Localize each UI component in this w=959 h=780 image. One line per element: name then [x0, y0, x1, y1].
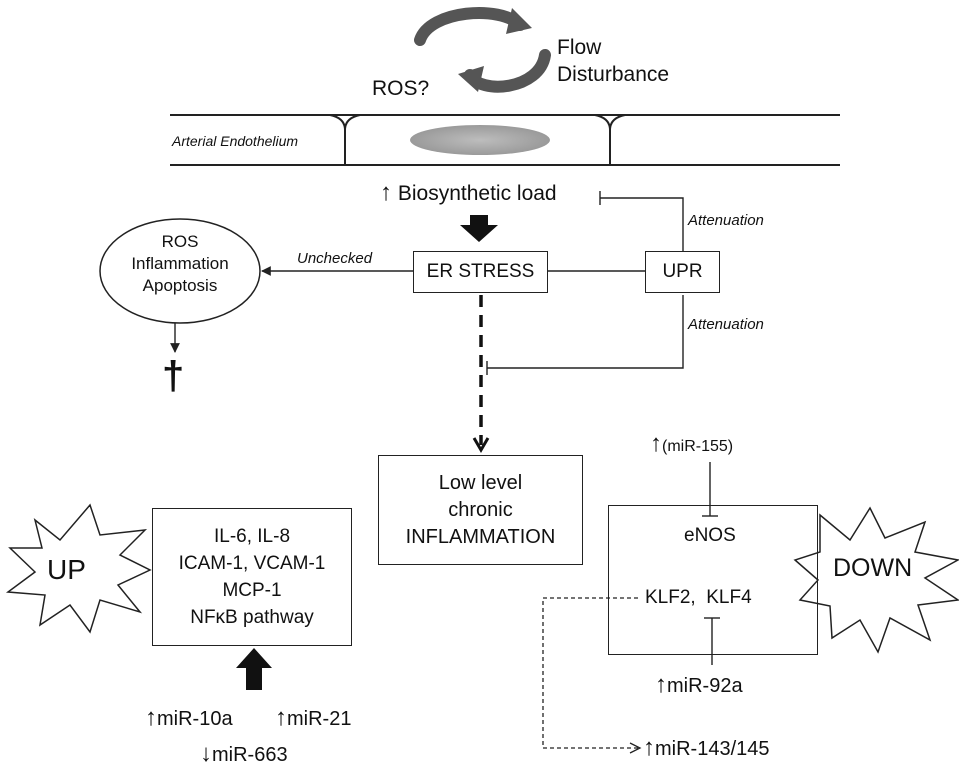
inflammation-line: INFLAMMATION — [405, 525, 556, 548]
mirna-name: miR-10a — [157, 708, 233, 730]
flow-label-line1: Flow — [557, 36, 602, 59]
unchecked-label: Unchecked — [297, 250, 373, 267]
up-gene-line: NFκB pathway — [190, 607, 314, 628]
up-arrow-icon: ↑ — [655, 671, 667, 698]
up-starburst — [5, 503, 152, 634]
up-gene-line: IL-6, IL-8 — [213, 526, 291, 547]
mirna-name: miR-143/145 — [655, 738, 770, 760]
down-genes-box — [608, 505, 818, 655]
attenuation-top-label: Attenuation — [688, 212, 764, 229]
klf-label: KLF2, KLF4 — [645, 587, 752, 608]
up-gene-line: MCP-1 — [222, 580, 282, 601]
mirna-92a: ↑miR-92a — [655, 673, 743, 697]
flow-disturbance-icon — [414, 7, 551, 93]
outcome-line: Inflammation — [131, 254, 229, 273]
mirna-name: miR-663 — [212, 744, 288, 766]
mirna-name: miR-21 — [287, 708, 352, 730]
outcome-line: ROS — [161, 232, 199, 251]
mirna-663: ↓miR-663 — [200, 742, 288, 766]
inflammation-box: Low level chronic INFLAMMATION — [378, 455, 583, 565]
mirna-name: (miR-155) — [662, 438, 734, 455]
up-arrow-icon: ↑ — [275, 704, 287, 731]
endothelium-drawing — [170, 114, 840, 166]
mirna-155: ↑(miR-155) — [650, 432, 733, 456]
upr-box: UPR — [645, 251, 720, 293]
inflammation-line: chronic — [448, 498, 513, 521]
klf-mir143-dotted — [542, 597, 640, 749]
outcome-line: Apoptosis — [142, 276, 218, 295]
up-genes-box: IL-6, IL-8 ICAM-1, VCAM-1 MCP-1 NFκB pat… — [152, 508, 352, 646]
down-burst-label: DOWN — [833, 554, 913, 582]
up-arrow-icon: ↑ — [380, 179, 392, 206]
biosynthetic-load-label: ↑ Biosynthetic load — [380, 181, 557, 205]
down-starburst — [793, 506, 959, 654]
enos-label: eNOS — [684, 525, 736, 546]
up-gene-line: ICAM-1, VCAM-1 — [178, 553, 326, 574]
up-burst-label: UP — [47, 554, 86, 585]
mirna-21: ↑miR-21 — [275, 706, 351, 730]
mirna-name: miR-92a — [667, 675, 743, 697]
attenuation-top-line — [600, 197, 684, 252]
er-stress-label: ER STRESS — [426, 261, 535, 282]
attenuation-bottom-label: Attenuation — [688, 316, 764, 333]
ros-question-label: ROS? — [372, 77, 430, 100]
up-arrow-icon: ↑ — [650, 430, 662, 457]
er-stress-box: ER STRESS — [413, 251, 548, 293]
endothelium-label: Arterial Endothelium — [172, 133, 299, 149]
up-arrow-icon: ↑ — [643, 734, 655, 761]
mirna-10a: ↑miR-10a — [145, 706, 233, 730]
cross-icon: † — [162, 354, 185, 398]
biosynthetic-text: Biosynthetic load — [397, 182, 557, 205]
upr-label: UPR — [662, 261, 703, 282]
big-up-arrow — [236, 648, 272, 690]
outcome-text: ROS Inflammation Apoptosis — [120, 231, 240, 297]
outcome-oval — [99, 218, 261, 324]
inflammation-line: Low level — [438, 471, 523, 494]
nucleus-shape — [410, 125, 550, 155]
big-down-arrow — [460, 215, 498, 242]
mirna-143-145: ↑miR-143/145 — [643, 736, 770, 760]
flow-label-line2: Disturbance — [557, 63, 670, 86]
attenuation-bottom-line — [487, 295, 684, 369]
up-arrow-icon: ↑ — [145, 704, 157, 731]
down-arrow-icon: ↓ — [200, 740, 212, 767]
